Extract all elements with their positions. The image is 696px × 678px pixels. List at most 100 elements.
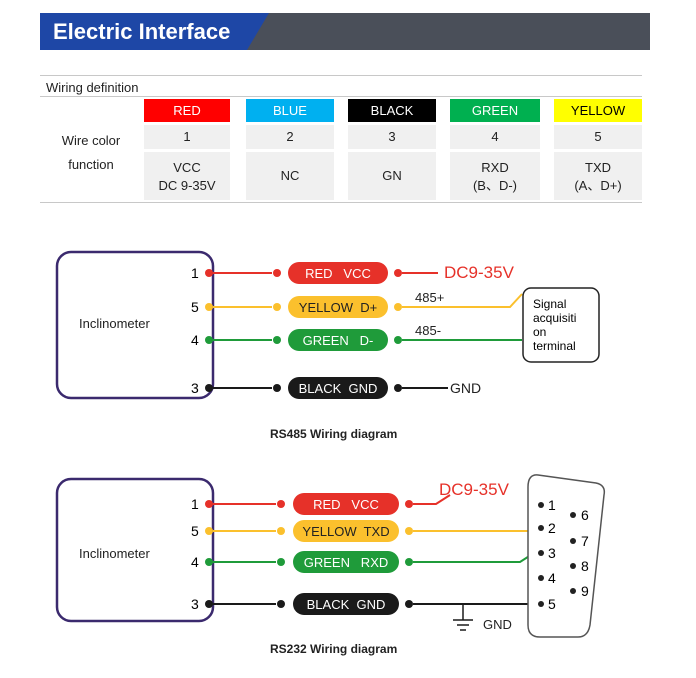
wire-label: GREEN RXD [304, 555, 389, 570]
pin-dot [394, 303, 402, 311]
wire-label: GREEN D- [303, 333, 374, 348]
pin-dot [394, 269, 402, 277]
rs232-diagram: Inclinometer 1 RED VCC DC9-35V 5 YELLOW … [55, 474, 606, 656]
db9-pin-dot [538, 525, 544, 531]
color-swatch-green: GREEN [450, 99, 540, 122]
wire-number: 3 [348, 125, 436, 149]
terminal-label: on [533, 325, 546, 339]
pin-dot [273, 336, 281, 344]
pin-dot [205, 500, 213, 508]
device-label: Inclinometer [79, 316, 150, 331]
pin-dot [394, 384, 402, 392]
pin-number: 3 [191, 596, 199, 612]
d-plus-label: 485+ [415, 290, 444, 305]
pin-number: 5 [191, 299, 199, 315]
wire-label: RED VCC [313, 497, 379, 512]
wire-red [413, 494, 451, 505]
wire-label: BLACK GND [299, 381, 378, 396]
pin-dot [273, 384, 281, 392]
pin-dot [205, 558, 213, 566]
db9-pin-dot [538, 502, 544, 508]
wire-function: RXD (B、D-) [450, 152, 540, 200]
wire-function: VCC DC 9-35V [144, 152, 230, 200]
pin-dot [405, 558, 413, 566]
page-title: Electric Interface [40, 13, 269, 50]
db9-pin-label: 8 [581, 558, 589, 574]
rs232-caption: RS232 Wiring diagram [270, 642, 397, 656]
pin-dot [205, 303, 213, 311]
color-swatch-blue: BLUE [246, 99, 334, 122]
wire-green [413, 552, 535, 563]
rs485-diagram: Inclinometer 1 RED VCC DC9-35V 5 YELLOW … [55, 250, 600, 441]
pin-dot [205, 384, 213, 392]
wire-label-pill [288, 296, 388, 318]
db9-pin-label: 9 [581, 583, 589, 599]
terminal-label: terminal [533, 339, 576, 353]
color-swatch-red: RED [144, 99, 230, 122]
db9-pin-dot [570, 538, 576, 544]
wire-yellow [402, 293, 523, 308]
pin-dot [273, 303, 281, 311]
color-swatch-yellow: YELLOW [554, 99, 642, 122]
pin-dot [394, 336, 402, 344]
power-label: DC9-35V [444, 263, 515, 282]
db9-pin-label: 2 [548, 520, 556, 536]
pin-number: 1 [191, 265, 199, 281]
ground-icon [453, 604, 473, 631]
db9-pin-dot [570, 512, 576, 518]
wire-label-pill [293, 520, 399, 542]
wire-function: NC [246, 152, 334, 200]
terminal-label: acquisiti [533, 311, 576, 325]
gnd-label: GND [483, 617, 512, 632]
pin-number: 1 [191, 496, 199, 512]
label-wire-color: Wire color [61, 133, 121, 148]
wire-label-pill [293, 551, 399, 573]
wire-label-pill [293, 593, 399, 615]
header-banner: Electric Interface [40, 13, 650, 50]
db9-pin-label: 6 [581, 507, 589, 523]
db9-pin-label: 1 [548, 497, 556, 513]
inclinometer-box [55, 477, 215, 623]
pin-number: 5 [191, 523, 199, 539]
inclinometer-box [55, 250, 215, 400]
pin-number: 3 [191, 380, 199, 396]
db9-pin-label: 5 [548, 596, 556, 612]
db9-pin-dot [538, 601, 544, 607]
pin-dot [405, 500, 413, 508]
pin-dot [205, 336, 213, 344]
pin-dot [277, 500, 285, 508]
table-title: Wiring definition [46, 80, 139, 95]
db9-connector-icon [527, 474, 606, 638]
db9-pin-dot [570, 563, 576, 569]
db9-pin-dot [538, 575, 544, 581]
db9-pin-dot [570, 588, 576, 594]
rs485-caption: RS485 Wiring diagram [270, 427, 397, 441]
wire-number: 1 [144, 125, 230, 149]
wire-label: RED VCC [305, 266, 371, 281]
db9-pin-label: 3 [548, 545, 556, 561]
signal-acquisition-terminal [522, 287, 600, 363]
terminal-label: Signal [533, 297, 566, 311]
wire-label-pill [288, 377, 388, 399]
wire-function: TXD (A、D+) [554, 152, 642, 200]
pin-dot [277, 558, 285, 566]
d-minus-label: 485- [415, 323, 441, 338]
label-function: function [68, 157, 114, 172]
wire-label: YELLOW TXD [302, 524, 389, 539]
device-label: Inclinometer [79, 546, 150, 561]
db9-pin-dot [538, 550, 544, 556]
pin-dot [205, 269, 213, 277]
pin-dot [277, 527, 285, 535]
wire-function: GN [348, 152, 436, 200]
wire-label-pill [288, 262, 388, 284]
wire-number: 4 [450, 125, 540, 149]
wire-label: YELLOW D+ [299, 300, 377, 315]
color-swatch-black: BLACK [348, 99, 436, 122]
power-label: DC9-35V [439, 480, 510, 499]
pin-dot [277, 600, 285, 608]
pin-dot [205, 600, 213, 608]
pin-dot [273, 269, 281, 277]
pin-dot [405, 527, 413, 535]
gnd-label: GND [450, 380, 481, 396]
pin-number: 4 [191, 554, 199, 570]
